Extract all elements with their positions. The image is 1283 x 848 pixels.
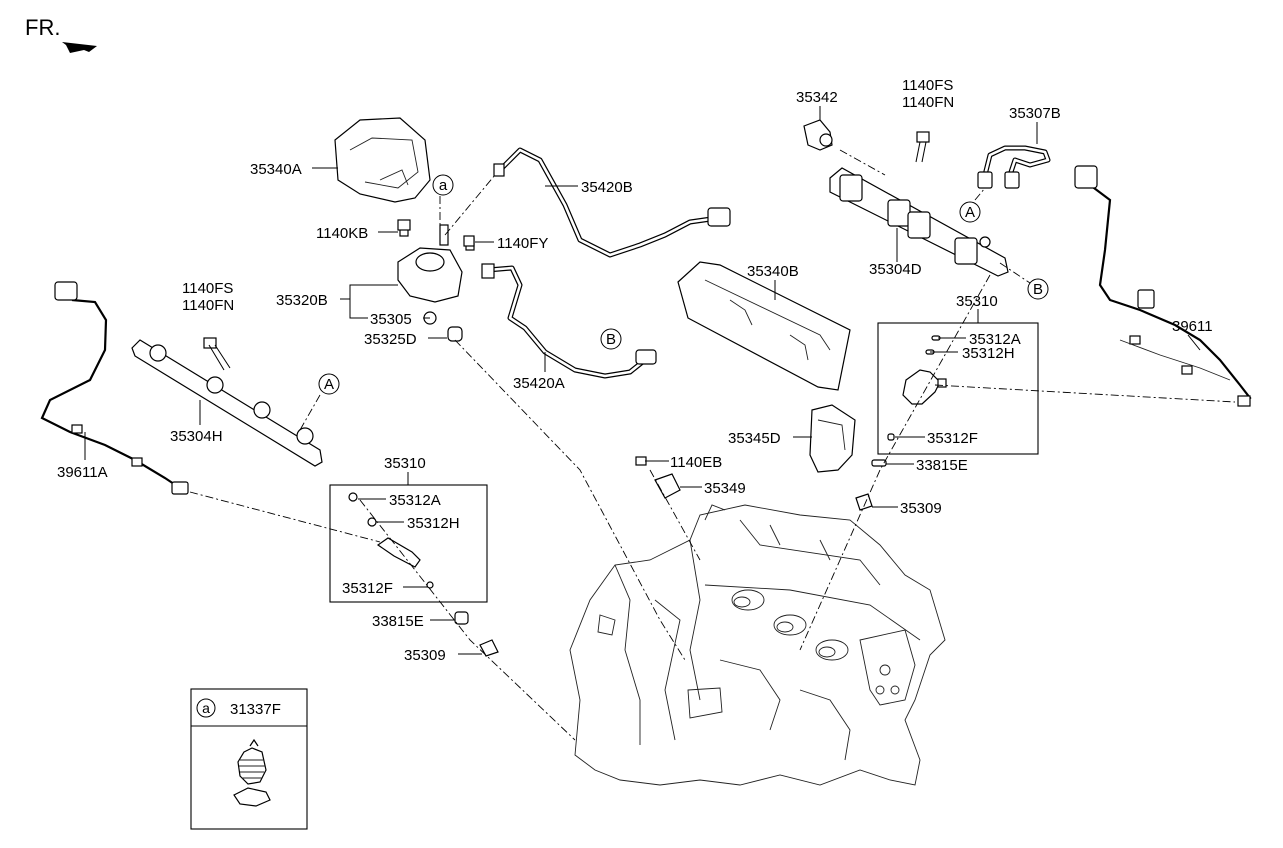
label-35340B: 35340B	[747, 263, 799, 280]
front-arrow-icon	[62, 42, 97, 53]
callout-A-left-text: A	[324, 376, 334, 393]
label-1140EB: 1140EB	[670, 454, 722, 471]
label-39611A: 39611A	[57, 464, 108, 481]
injector-right	[855, 335, 947, 511]
inset-part-label: 31337F	[230, 701, 281, 718]
label-1140FN-left: 1140FN	[182, 297, 234, 314]
pressure-sensor-35342	[803, 119, 833, 151]
fuel-pipe-35307B	[977, 145, 1051, 189]
label-35420B: 35420B	[581, 179, 633, 196]
label-39611: 39611	[1172, 318, 1213, 335]
injector-group-box-right	[877, 322, 1039, 455]
fuel-rail-35304D	[829, 167, 1009, 277]
label-33815E-right: 33815E	[916, 457, 968, 474]
label-35309-right: 35309	[900, 500, 942, 517]
leader-lines	[84, 106, 1201, 655]
wiring-harness-39611	[1074, 165, 1252, 407]
label-35345D: 35345D	[728, 430, 781, 447]
connection-lines	[189, 149, 1236, 741]
label-1140FS-left: 1140FS	[182, 280, 233, 297]
label-35310-left: 35310	[384, 455, 426, 472]
bolts	[203, 131, 930, 466]
callout-B-left-text: B	[606, 331, 616, 348]
callout-A-right-text: A	[965, 204, 975, 221]
label-35309-left: 35309	[404, 647, 446, 664]
callout-A-right: A	[959, 201, 981, 223]
callout-A-left: A	[318, 373, 340, 395]
fuel-hose-35420A	[481, 263, 657, 379]
clip-icon	[233, 738, 271, 807]
inset-circle-text: a	[202, 700, 210, 716]
label-35310-right: 35310	[956, 293, 998, 310]
label-35349: 35349	[704, 480, 746, 497]
label-35320B: 35320B	[276, 292, 328, 309]
callout-a: a	[432, 174, 454, 196]
label-1140FY: 1140FY	[497, 235, 548, 252]
label-35312A-right: 35312A	[969, 331, 1021, 348]
label-35312F-left: 35312F	[342, 580, 393, 597]
label-35342: 35342	[796, 89, 838, 106]
callout-B-left: B	[600, 328, 622, 350]
label-35340A: 35340A	[250, 161, 302, 178]
wiring-harness-39611A	[40, 281, 189, 495]
front-label: FR.	[25, 15, 60, 40]
label-35312H-left: 35312H	[407, 515, 460, 532]
label-35307B: 35307B	[1009, 105, 1061, 122]
label-35312H-right: 35312H	[962, 345, 1015, 362]
engine-block-illustration	[569, 504, 946, 786]
label-1140FS-right: 1140FS	[902, 77, 953, 94]
label-1140KB: 1140KB	[316, 225, 368, 242]
label-35325D: 35325D	[364, 331, 417, 348]
engine-cover-35340B	[677, 261, 851, 391]
callout-B-right: B	[1027, 278, 1049, 300]
label-1140FN-right: 1140FN	[902, 94, 954, 111]
cover-35345D	[809, 404, 856, 473]
fuel-hose-35420B	[493, 147, 731, 258]
label-35304H: 35304H	[170, 428, 223, 445]
engine-cover-35340A	[334, 117, 431, 203]
callout-a-text: a	[439, 177, 448, 194]
label-33815E-left: 33815E	[372, 613, 424, 630]
front-indicator: FR.	[25, 15, 97, 53]
label-35304D: 35304D	[869, 261, 922, 278]
part-labels: 35340A 1140KB 1140FY 35420B 35320B 35305…	[57, 77, 1213, 664]
label-35312A-left: 35312A	[389, 492, 441, 509]
bracket-35349	[654, 473, 681, 499]
label-35312F-right: 35312F	[927, 430, 978, 447]
inset-31337F: a 31337F	[190, 688, 308, 830]
label-35305: 35305	[370, 311, 412, 328]
injector-left	[348, 492, 499, 657]
label-35420A: 35420A	[513, 375, 565, 392]
fuel-rail-35304H	[131, 339, 323, 467]
callout-B-right-text: B	[1033, 281, 1043, 298]
